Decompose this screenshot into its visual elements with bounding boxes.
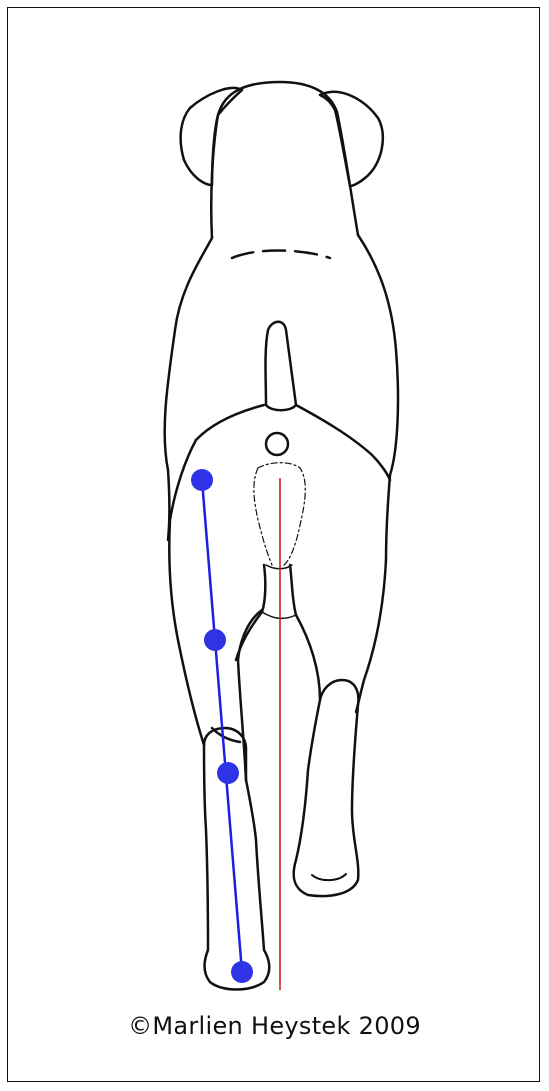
joint-marker-hip <box>191 469 213 491</box>
joint-marker-stifle <box>204 629 226 651</box>
dog-left-ear <box>181 88 242 185</box>
copyright-text: ©Marlien Heystek 2009 <box>0 1012 549 1040</box>
dog-anus <box>266 433 288 455</box>
dog-left-hind-leg <box>169 440 269 990</box>
dog-tail <box>266 322 297 411</box>
dog-collar <box>232 251 330 259</box>
dog-head <box>218 82 358 235</box>
dog-right-ear <box>320 92 383 186</box>
joint-marker-hock <box>217 762 239 784</box>
dog-body <box>165 238 212 540</box>
dog-right-hind-leg <box>356 560 386 712</box>
joint-marker-foot <box>231 961 253 983</box>
